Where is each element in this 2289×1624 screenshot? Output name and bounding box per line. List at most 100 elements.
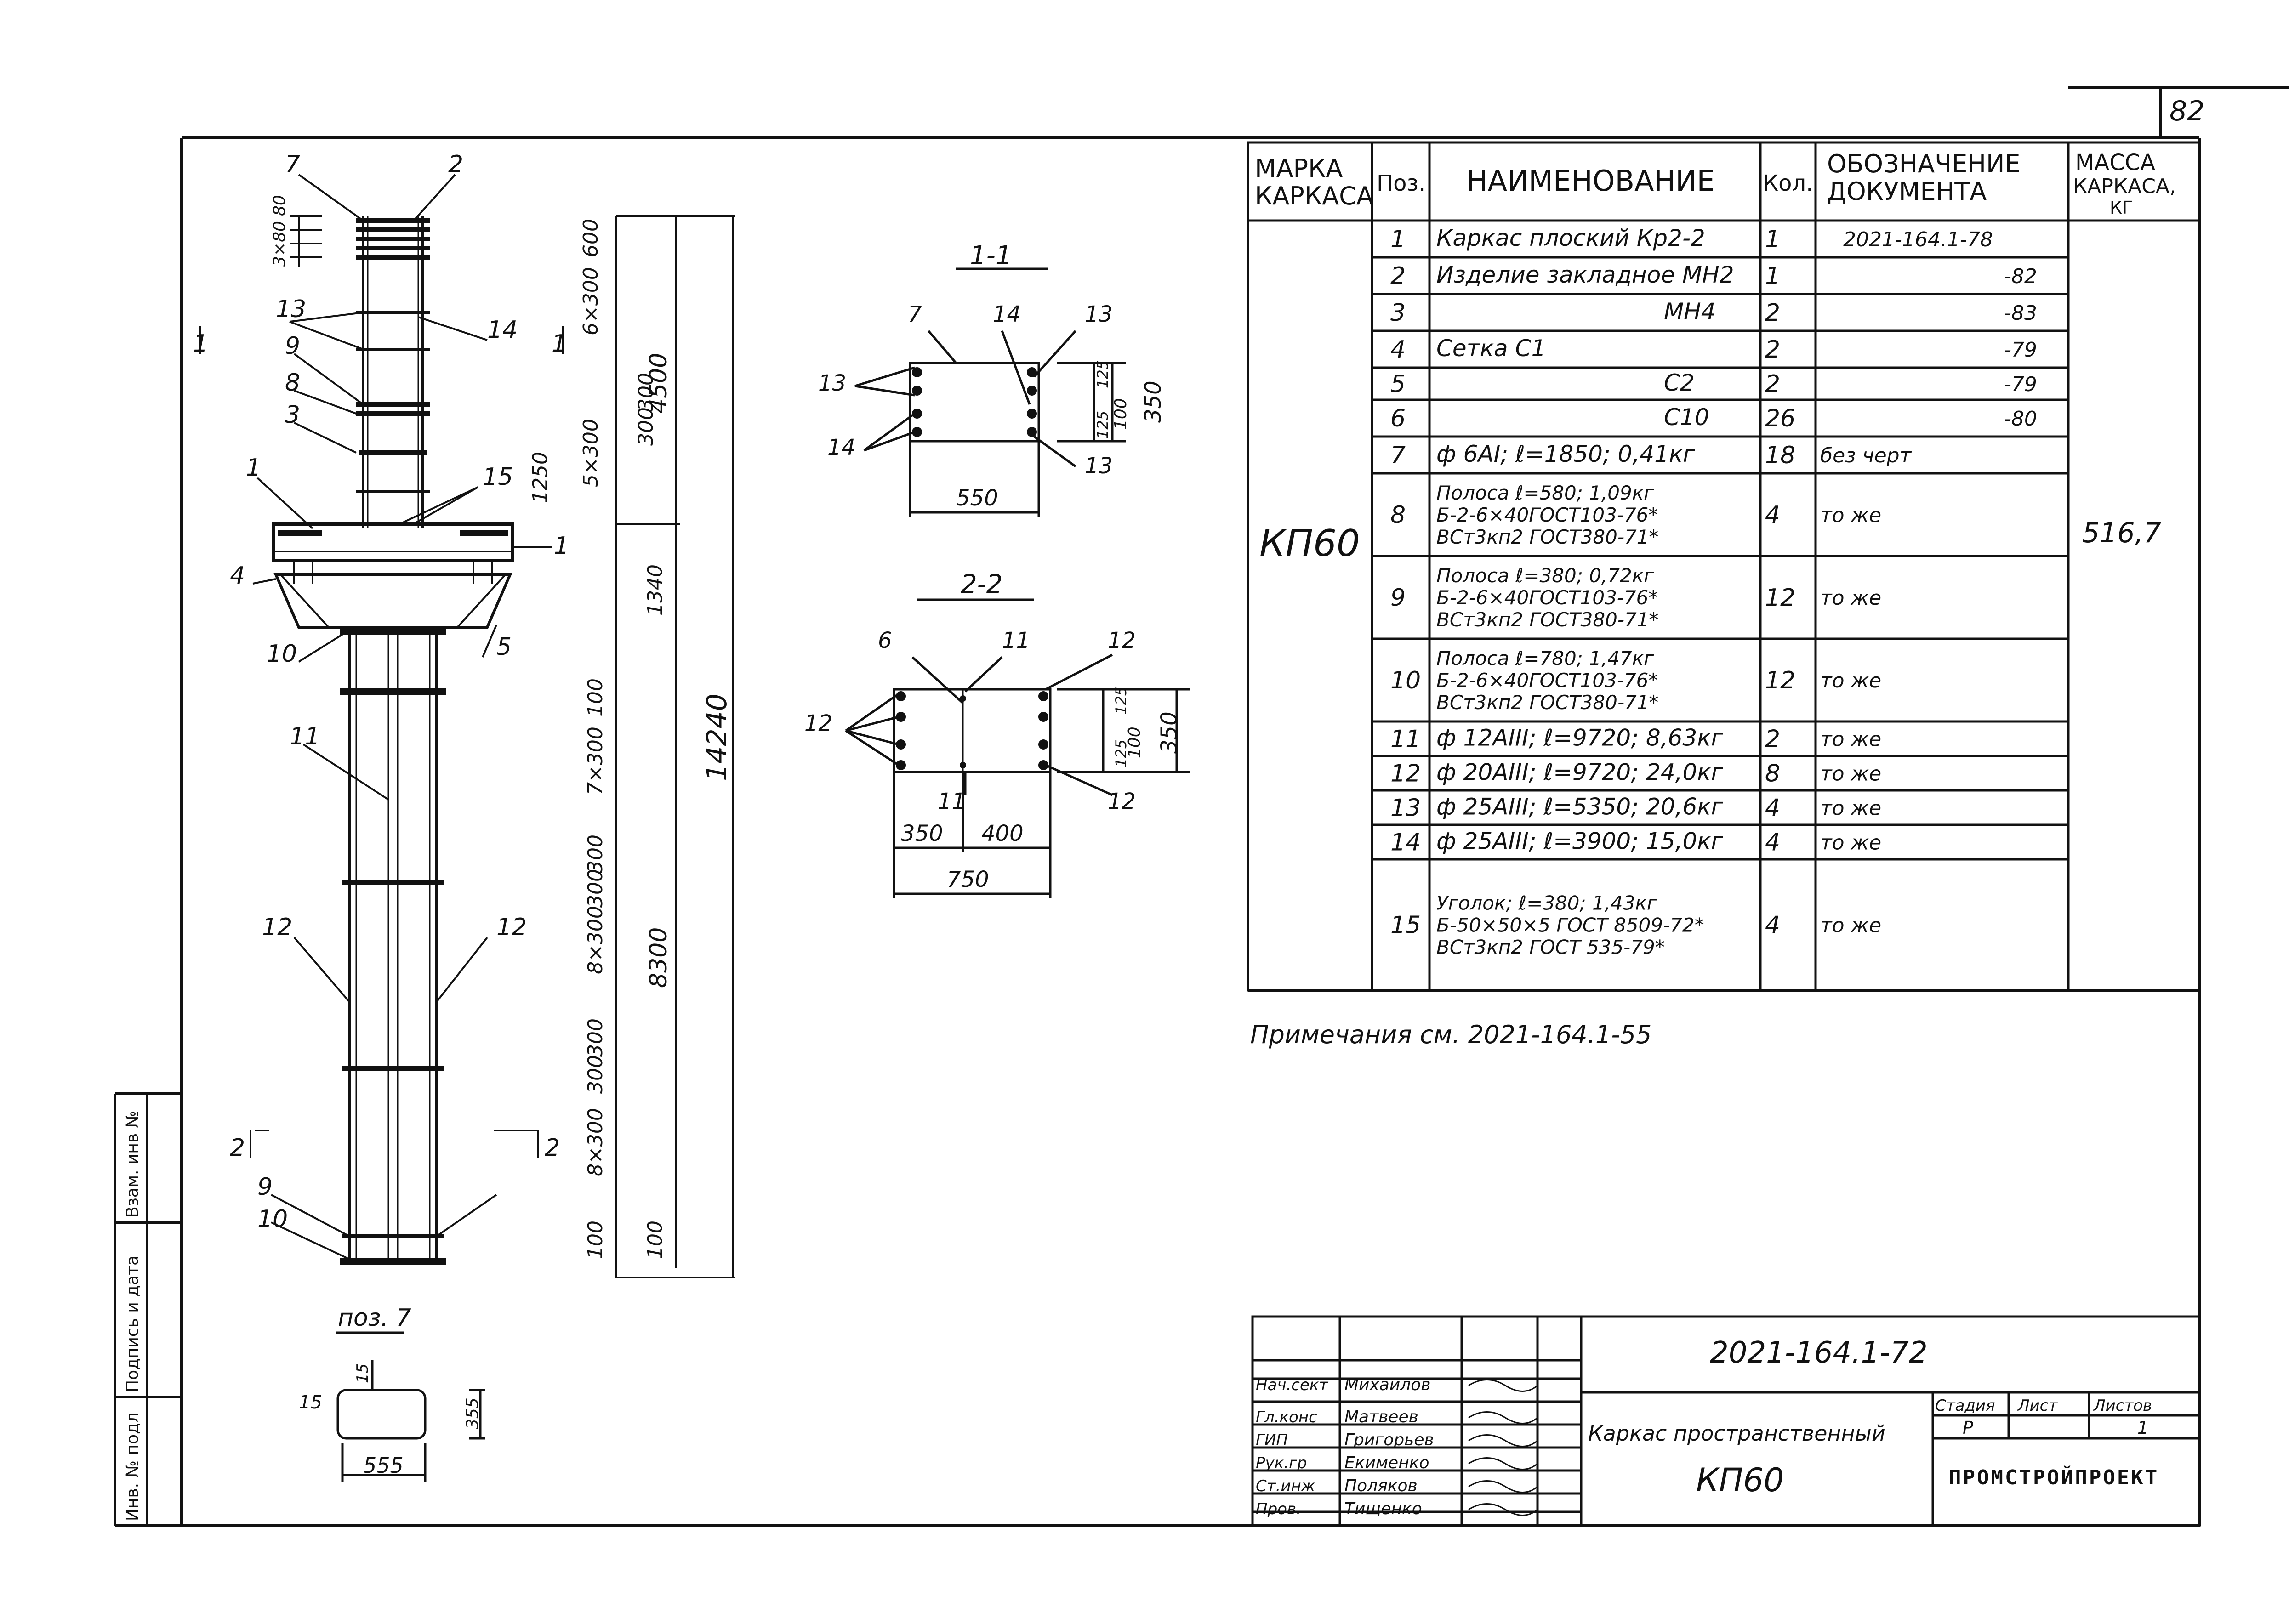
dimension-text: 1340 (643, 564, 667, 616)
row-name: С10 (1664, 404, 1709, 431)
section-label: 14 (827, 435, 855, 460)
section-title: 1-1 (970, 241, 1012, 271)
dimension-text: 300 (634, 373, 658, 411)
signer-role: Пров. (1256, 1500, 1301, 1518)
section-1-1 (854, 267, 1126, 517)
dimension-text: 300 (584, 1055, 607, 1094)
row-doc: то же (1820, 669, 1881, 693)
title-block-grid (1251, 1315, 2201, 1527)
row-name: Изделие закладное МН2 (1436, 261, 1734, 288)
section-1-1-bars (912, 367, 1037, 437)
drawing-code: 2021-164.1-72 (1710, 1336, 1928, 1370)
section-label: 11 (938, 789, 966, 814)
position-label: 1 (554, 532, 569, 560)
signer-name: Екименко (1344, 1454, 1429, 1472)
section-dimension: 125 (1094, 411, 1111, 439)
signer-role: Рук.гр (1256, 1454, 1307, 1472)
frame-mark: КП60 (1259, 522, 1360, 565)
position-label: 2 (448, 151, 463, 178)
side-inv: Инв. № подл (123, 1412, 142, 1521)
pos7-dimension: 15 (299, 1392, 322, 1413)
row-doc: то же (1820, 914, 1881, 937)
signer-name: Тищенко (1344, 1499, 1422, 1518)
row-qty: 1 (1765, 262, 1780, 290)
row-name: Полоса ℓ=580; 1,09кг (1436, 482, 1654, 504)
row-qty: 8 (1765, 760, 1780, 788)
overall-dimension: 8300 (645, 927, 672, 988)
dimension-text: 100 (584, 678, 607, 717)
sheets-value: 1 (2137, 1418, 2148, 1438)
row-pos: 5 (1390, 370, 1406, 398)
elevation-dimensions (290, 215, 735, 1278)
signer-row: Пров. Тищенко (1256, 1499, 1538, 1518)
section-label: 12 (804, 710, 832, 736)
drawing-title-2: КП60 (1696, 1461, 1784, 1499)
row-qty: 12 (1765, 584, 1795, 612)
row-name: С2 (1664, 369, 1695, 396)
row-doc: то же (1820, 586, 1881, 610)
row-doc: -79 (2004, 373, 2037, 396)
signer-role: Ст.инж (1256, 1477, 1315, 1495)
signer-row: Гл.конс Матвеев (1256, 1408, 1538, 1426)
signer-role: Гл.конс (1256, 1408, 1317, 1426)
row-name: ф 6АI; ℓ=1850; 0,41кг (1436, 441, 1695, 467)
dimension-text: 8×300 (584, 1108, 607, 1176)
drawing-title-1: Каркас пространственный (1588, 1421, 1885, 1446)
signature-mark (1468, 1457, 1538, 1470)
table-row: 8 Полоса ℓ=580; 1,09кгБ-2-6×40ГОСТ103-76*… (1390, 482, 1881, 548)
section-label: 7 (908, 301, 922, 327)
row-doc: то же (1820, 504, 1881, 527)
pos7-dimension: 15 (353, 1363, 372, 1383)
header-doc-2: ДОКУМЕНТА (1827, 177, 1987, 206)
overall-dimension: 14240 (701, 693, 733, 781)
row-name: Б-2-6×40ГОСТ103-76* (1436, 669, 1658, 692)
row-pos: 8 (1390, 501, 1406, 529)
row-pos: 9 (1390, 584, 1406, 612)
dimension-text: 1250 (529, 452, 552, 503)
row-qty: 2 (1765, 336, 1780, 363)
signer-name: Поляков (1344, 1476, 1418, 1495)
section-title: 2-2 (961, 569, 1002, 599)
header-mark-2: КАРКАСА (1255, 182, 1373, 210)
position-label: 3 (285, 401, 300, 429)
header-qty: Кол. (1763, 170, 1813, 196)
frame-mass: 516,7 (2082, 517, 2161, 549)
row-doc: -83 (2004, 301, 2037, 325)
row-pos: 15 (1390, 912, 1421, 939)
overall-dimension: 4500 (645, 353, 672, 414)
row-pos: 12 (1390, 760, 1421, 788)
sheet-label: Лист (2017, 1397, 2058, 1415)
signature-mark (1468, 1379, 1538, 1392)
row-doc: 2021-164.1-78 (1843, 228, 1993, 251)
row-doc: то же (1820, 797, 1881, 820)
section-2-2-bars (896, 691, 1048, 770)
position-label: 10 (257, 1205, 288, 1233)
row-qty: 12 (1765, 667, 1795, 694)
position-label: 1 (246, 454, 261, 482)
dimension-text: 100 (643, 1221, 667, 1259)
signer-name: Матвеев (1344, 1408, 1418, 1426)
section-label: 13 (818, 370, 846, 396)
row-doc: то же (1820, 728, 1881, 751)
row-name: Б-2-6×40ГОСТ103-76* (1436, 504, 1658, 526)
dimension-text: 5×300 (579, 419, 603, 487)
elevation-leaders (199, 174, 564, 1260)
row-name: Полоса ℓ=780; 1,47кг (1436, 647, 1654, 670)
dimension-text: 6×300 (579, 267, 603, 335)
header-name: НАИМЕНОВАНИЕ (1466, 164, 1715, 198)
signature-mark (1468, 1480, 1538, 1493)
row-name: Каркас плоский Кр2-2 (1436, 225, 1705, 251)
side-sign: Подпись и дата (123, 1255, 142, 1392)
row-doc: то же (1820, 831, 1881, 855)
